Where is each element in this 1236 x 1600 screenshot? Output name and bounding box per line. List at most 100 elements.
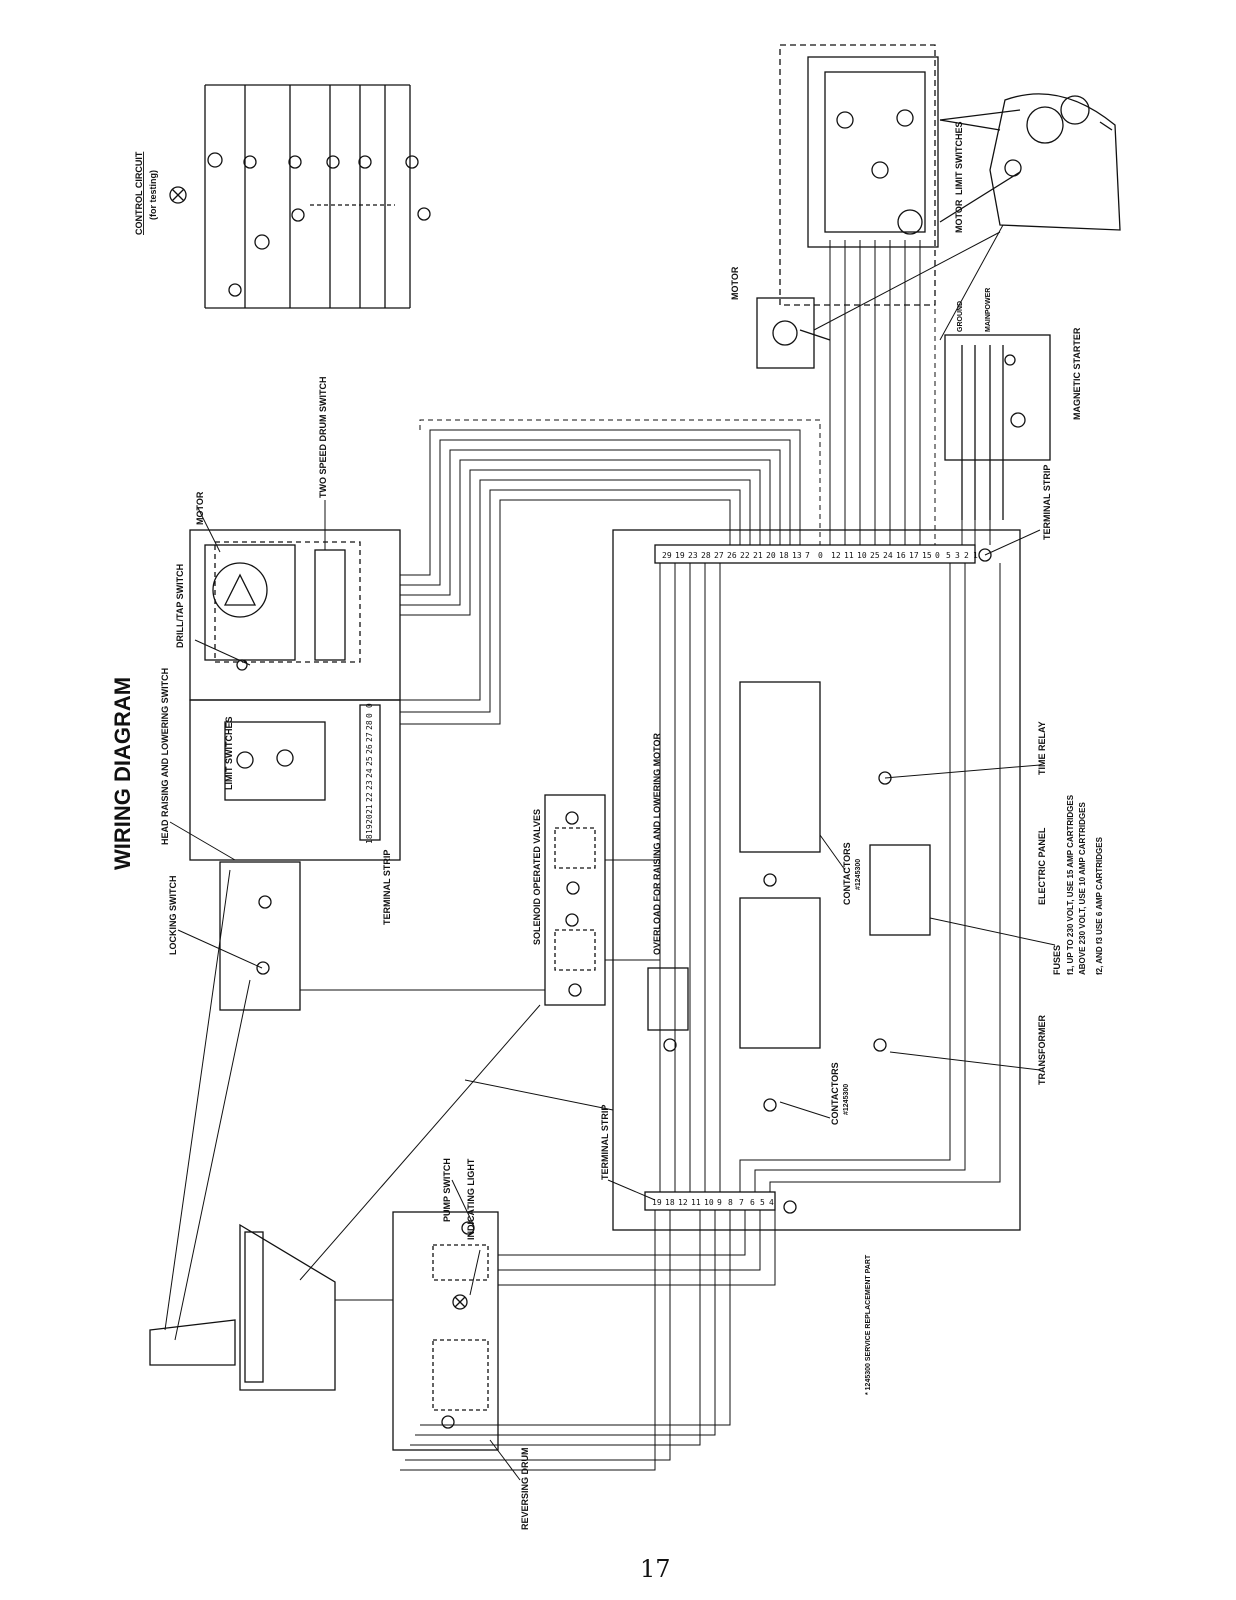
motor-m2-box: [756, 297, 831, 369]
terminal-strip-left-numbers: 0 0 28 27 26 25 24 23 22 21 20 19 18: [365, 703, 374, 844]
terminal-4: 27: [714, 551, 724, 560]
terminal-b6: 8: [728, 1198, 733, 1207]
terminal-24: 2: [964, 551, 969, 560]
label-fuses-note3: f2, AND f3 USE 6 AMP CARTRIDGES: [1095, 836, 1104, 975]
page-number: 17: [640, 1555, 671, 1583]
terminal-8: 20: [766, 551, 776, 560]
terminal-13: 12: [831, 551, 841, 560]
control-circuit-schematic: [169, 84, 431, 309]
label-drill-tap: DRILL/TAP SWITCH: [175, 564, 185, 648]
label-electric-panel: ELECTRIC PANEL: [1037, 827, 1047, 905]
label-solenoid: SOLENOID OPERATED VALVES: [532, 809, 542, 945]
label-transformer: TRANSFORMER: [1037, 1015, 1047, 1085]
label-fuses-note2: ABOVE 230 VOLT, USE 10 AMP CARTRIDGES: [1078, 802, 1087, 975]
label-overload: OVERLOAD FOR RAISING AND LOWERING MOTOR: [652, 733, 662, 955]
label-contactors-b-part: #1245300: [843, 1084, 850, 1115]
terminal-l6: 24: [365, 768, 374, 778]
label-limit-switches-left: LIMIT SWITCHES: [224, 717, 234, 791]
label-limit-switches-top: LIMIT SWITCHES: [954, 122, 964, 196]
label-footnote: * 1245300 SERVICE REPLACEMENT PART: [865, 1254, 872, 1395]
terminal-l11: 19: [365, 824, 374, 834]
terminal-b10: 4: [769, 1198, 774, 1207]
terminal-l12: 18: [365, 834, 374, 844]
terminal-strip-bottom-numbers: 19 18 12 11 10 9 8 7 6 5 4: [652, 1198, 774, 1207]
terminal-b1: 18: [665, 1198, 675, 1207]
terminal-5: 26: [727, 551, 737, 560]
label-terminal-strip-bottom: TERMINAL STRIP: [600, 1105, 610, 1180]
leader-lines: [169, 500, 1056, 1481]
terminal-l10: 20: [365, 814, 374, 824]
terminal-b4: 10: [704, 1198, 714, 1207]
control-circuit-title: CONTROL CIRCUIT: [134, 151, 144, 235]
terminal-2: 23: [688, 551, 698, 560]
magnetic-starter-box: [944, 334, 1051, 520]
terminal-20: 15: [922, 551, 932, 560]
terminal-18: 16: [896, 551, 906, 560]
terminal-l7: 23: [365, 780, 374, 790]
control-circuit-subtitle: (for testing): [148, 170, 158, 220]
label-fuses-note1: f1, UP TO 230 VOLT, USE 15 AMP CARTRIDGE…: [1066, 794, 1075, 975]
label-motor-top: MOTOR: [954, 199, 964, 233]
locking-switch-box: [219, 861, 301, 1011]
label-contactors-b: CONTACTORS: [830, 1062, 840, 1125]
terminal-b9: 5: [760, 1198, 765, 1207]
terminal-l0: 0: [365, 703, 374, 708]
terminal-0: 29: [662, 551, 672, 560]
terminal-l4: 26: [365, 744, 374, 754]
terminal-21: 0: [935, 551, 940, 560]
terminal-16: 25: [870, 551, 880, 560]
label-two-speed-drum: TWO SPEED DRUM SWITCH: [318, 377, 328, 499]
label-ground: GROUND: [957, 301, 964, 332]
terminal-l9: 21: [365, 804, 374, 814]
terminal-b0: 19: [652, 1198, 662, 1207]
label-locking-switch: LOCKING SWITCH: [168, 876, 178, 956]
top-motor-limit-switch-box: [779, 44, 1021, 306]
terminal-l5: 25: [365, 756, 374, 766]
machine-base-sketch: [149, 1223, 336, 1391]
terminal-3: 28: [701, 551, 711, 560]
machine-head-sketch: [989, 93, 1121, 231]
terminal-22: 5: [946, 551, 951, 560]
terminal-7: 21: [753, 551, 763, 560]
pump-reversing-box: [392, 1211, 499, 1451]
terminal-b2: 12: [678, 1198, 688, 1207]
label-head-raising: HEAD RAISING AND LOWERING SWITCH: [160, 668, 170, 845]
label-indicating-light: INDICATING LIGHT: [466, 1158, 476, 1240]
label-contactors-a-part: #1245300: [855, 859, 862, 890]
terminal-b7: 7: [739, 1198, 744, 1207]
label-pump-switch: PUMP SWITCH: [442, 1158, 452, 1222]
terminal-19: 17: [909, 551, 919, 560]
label-terminal-strip-right: TERMINAL STRIP: [1042, 465, 1052, 540]
terminal-9: 18: [779, 551, 789, 560]
terminal-l3: 27: [365, 732, 374, 742]
terminal-l2: 28: [365, 720, 374, 730]
terminal-23: 3: [955, 551, 960, 560]
terminal-b8: 6: [750, 1198, 755, 1207]
label-contactors-a: CONTACTORS: [842, 842, 852, 905]
label-terminal-strip-left: TERMINAL STRIP: [382, 850, 392, 925]
terminal-strip-top-numbers: 29 19 23 28 27 26 22 21 20 18 13 7 0 12 …: [662, 551, 978, 560]
limit-switch-box-left: [189, 699, 401, 861]
terminal-b3: 11: [691, 1198, 701, 1207]
label-time-relay: TIME RELAY: [1037, 721, 1047, 775]
left-motor-drum-box: [189, 529, 401, 701]
label-fuses: FUSES: [1052, 945, 1062, 975]
terminal-6: 22: [740, 551, 750, 560]
terminal-l8: 22: [365, 792, 374, 802]
terminal-25: 1: [973, 551, 978, 560]
terminal-l1: 0: [365, 713, 374, 718]
diagram-title: WIRING DIAGRAM: [110, 677, 135, 870]
terminal-1: 19: [675, 551, 685, 560]
label-motor-left: MOTOR: [195, 491, 205, 525]
terminal-14: 11: [844, 551, 854, 560]
label-mainpower: MAINPOWER: [985, 288, 992, 332]
wiring-bundles: [164, 224, 1004, 1471]
solenoid-valves-box: [544, 794, 606, 1006]
terminal-12: 0: [818, 551, 823, 560]
label-motor-small: MOTOR: [730, 266, 740, 300]
terminal-10: 13: [792, 551, 802, 560]
terminal-15: 10: [857, 551, 867, 560]
terminal-b5: 9: [717, 1198, 722, 1207]
